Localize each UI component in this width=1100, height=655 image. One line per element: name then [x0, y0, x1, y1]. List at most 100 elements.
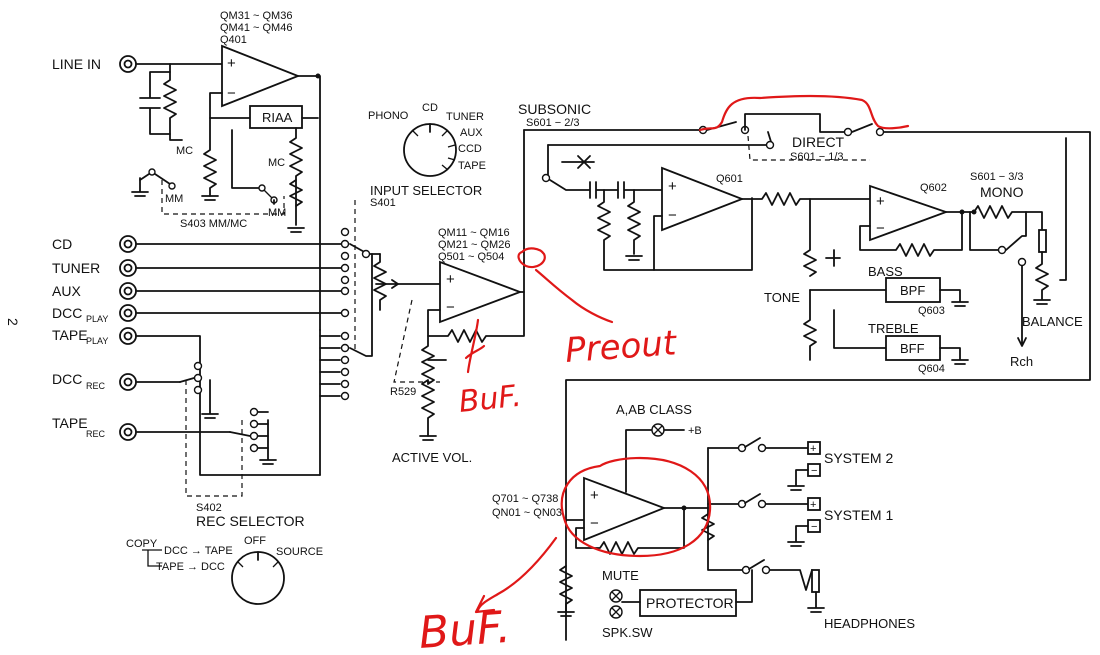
- knob-cd: CD: [422, 102, 438, 114]
- buffer-label-2: QM21 ~ QM26: [438, 239, 510, 251]
- s401-label: S401: [370, 197, 396, 209]
- mm-label-2: MM: [268, 207, 286, 219]
- bff-label: BFF: [900, 341, 925, 356]
- s402-label: S402: [196, 502, 222, 514]
- phono-opamp-label-3: Q401: [220, 34, 247, 46]
- subsonic-label: SUBSONIC: [518, 101, 591, 117]
- buf-arrow-1: [464, 318, 486, 374]
- phono-opamp-label-2: QM41 ~ QM46: [220, 22, 292, 34]
- power-amp: + − + − + −: [557, 423, 825, 619]
- q602-opamp: [869, 184, 949, 242]
- preout-circle: [517, 247, 546, 269]
- power-opamp: [583, 476, 667, 542]
- class-label: A,AB CLASS: [616, 402, 692, 417]
- knob-ccd: CCD: [458, 143, 482, 155]
- power-label-2: QN01 ~ QN03: [492, 507, 562, 519]
- mute-label: MUTE: [602, 568, 639, 583]
- mono-label: MONO: [980, 184, 1024, 200]
- svg-text:+: +: [810, 443, 816, 455]
- aux-label: AUX: [52, 283, 81, 299]
- tape-dcc-label: TAPE → DCC: [156, 561, 225, 573]
- input-selector-knob: [403, 123, 457, 177]
- knob-aux: AUX: [460, 127, 483, 139]
- cd-label: CD: [52, 236, 72, 252]
- bpf-label: BPF: [900, 283, 925, 298]
- buf-arrow-2: [474, 536, 558, 614]
- buffer-label-1: QM11 ~ QM16: [438, 227, 510, 239]
- svg-text:+: +: [446, 271, 455, 288]
- preout-annotation: Preout: [564, 323, 679, 371]
- knob-tuner: TUNER: [446, 111, 484, 123]
- off-label: OFF: [244, 535, 266, 547]
- q603-label: Q603: [918, 305, 945, 317]
- dcc-rec-label: DCC: [52, 371, 82, 387]
- buffer-stage: + −: [373, 129, 525, 441]
- bass-label: BASS: [868, 264, 903, 279]
- direct-switch-label: S601 − 1/3: [790, 151, 844, 163]
- direct-bypass-scribble: [698, 94, 910, 132]
- headphones-label: HEADPHONES: [824, 616, 915, 631]
- system-2-label: SYSTEM 2: [824, 450, 893, 466]
- protector-label: PROTECTOR: [646, 595, 734, 611]
- svg-text:+: +: [227, 55, 236, 72]
- s403-label: S403 MM/MC: [180, 218, 247, 230]
- tuner-label: TUNER: [52, 260, 100, 276]
- svg-text:−: −: [811, 465, 817, 477]
- r529-label: R529: [390, 386, 416, 398]
- tone-stage: + − + −: [523, 113, 1091, 641]
- red-annotations: [464, 94, 910, 614]
- tone-label: TONE: [764, 290, 800, 305]
- bff-box: [885, 335, 941, 361]
- input-jacks: [119, 235, 343, 476]
- svg-text:−: −: [876, 220, 885, 237]
- tape-rec-label: TAPE: [52, 415, 88, 431]
- mm-label-1: MM: [165, 193, 183, 205]
- svg-text:−: −: [227, 85, 236, 102]
- buf-annotation-1: BuF.: [457, 379, 523, 420]
- q601-opamp: [661, 166, 745, 232]
- input-selector-title: INPUT SELECTOR: [370, 183, 482, 198]
- rec-selector-knob: [142, 549, 285, 605]
- copy-label: COPY: [126, 538, 158, 550]
- balance-label: BALANCE: [1022, 314, 1083, 329]
- plus-b-label: +B: [688, 425, 702, 437]
- treble-label: TREBLE: [868, 321, 919, 336]
- tape-play-sub: PLAY: [86, 336, 108, 346]
- tape-rec-sub: REC: [86, 429, 106, 439]
- buf-annotation-2: BuF.: [417, 602, 512, 655]
- protector-box: [639, 589, 737, 617]
- dcc-tape-label: DCC → TAPE: [164, 545, 233, 557]
- svg-text:+: +: [590, 487, 599, 504]
- tape-play-label: TAPE: [52, 327, 88, 343]
- svg-text:+: +: [668, 178, 677, 195]
- system-1-label: SYSTEM 1: [824, 507, 893, 523]
- q601-label: Q601: [716, 173, 743, 185]
- svg-text:+: +: [876, 193, 885, 210]
- knob-phono: PHONO: [368, 110, 409, 122]
- svg-text:−: −: [811, 521, 817, 533]
- source-label: SOURCE: [276, 546, 323, 558]
- buffer-opamp: [439, 260, 523, 324]
- svg-text:−: −: [446, 299, 455, 316]
- q604-label: Q604: [918, 363, 945, 375]
- active-vol-label: ACTIVE VOL.: [392, 450, 472, 465]
- subsonic-switch-label: S601 − 2/3: [526, 117, 580, 129]
- mc-label-2: MC: [268, 157, 285, 169]
- dcc-play-sub: PLAY: [86, 314, 108, 324]
- mono-switch-label: S601 − 3/3: [970, 171, 1024, 183]
- svg-text:+: +: [810, 499, 816, 511]
- direct-label: DIRECT: [792, 134, 845, 150]
- line-in-label: LINE IN: [52, 56, 101, 72]
- dcc-rec-sub: REC: [86, 381, 106, 391]
- q602-label: Q602: [920, 182, 947, 194]
- line-in-jack: [119, 55, 137, 73]
- spk-sw-label: SPK.SW: [602, 625, 653, 640]
- phono-opamp: [221, 44, 301, 108]
- riaa-box: [249, 105, 303, 129]
- page-number: 2: [5, 318, 21, 326]
- riaa-label: RIAA: [262, 110, 293, 125]
- rec-selector-title: REC SELECTOR: [196, 513, 305, 529]
- bpf-box: [885, 277, 941, 303]
- input-selector-switch: [319, 200, 381, 476]
